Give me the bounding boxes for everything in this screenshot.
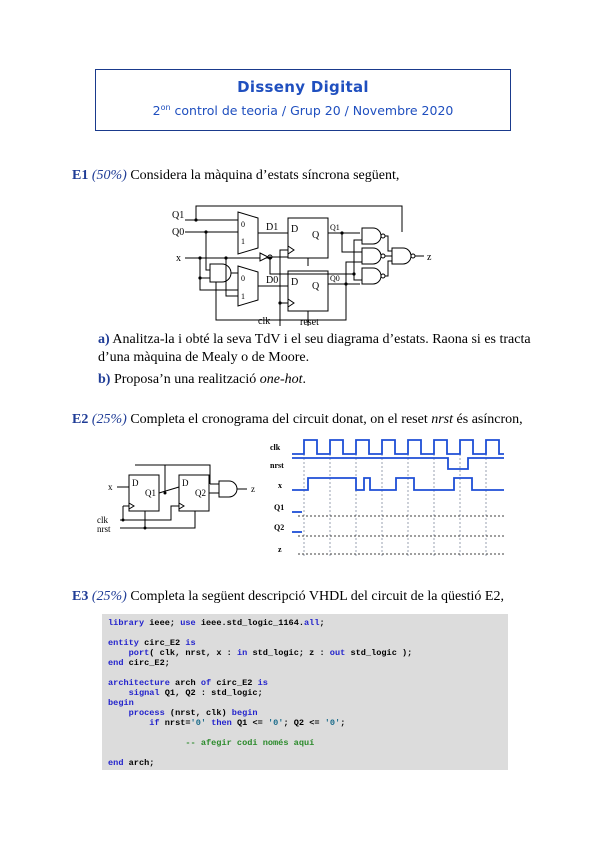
e1-label-q1out: Q1 [330, 223, 340, 232]
e2-label-clk: clk [97, 515, 108, 525]
e2-label-x: x [108, 482, 113, 492]
code-line-1: library ieee; use ieee.std_logic_1164.al… [108, 618, 325, 628]
e1-label-reset: reset [300, 317, 319, 328]
subtitle-sup: on [160, 103, 171, 112]
e2-circuit-diagram: x D Q1 D Q2 z clk nrst [97, 464, 255, 534]
e3-id: E3 [72, 589, 89, 604]
e1-label-q1: Q1 [172, 210, 184, 221]
e2-text-post: és asíncron, [453, 412, 523, 427]
code-line-5: architecture arch of circ_E2 is [108, 678, 268, 688]
code-line-7: begin [108, 698, 134, 708]
code-line-blank [108, 668, 508, 678]
e1-id: E1 [72, 168, 89, 183]
code-line-4: end circ_E2; [108, 658, 170, 668]
e2-timing-diagram: clk nrst x Q1 Q2 z [270, 439, 504, 556]
timing-q1-label: Q1 [274, 503, 284, 512]
e2-ff2-d: D [182, 478, 189, 488]
e2-ff1-d: D [132, 478, 139, 488]
code-line-2: entity circ_E2 is [108, 638, 196, 648]
e1-b-italic: one-hot [259, 372, 303, 387]
e1-label-x: x [176, 253, 181, 264]
e1-pct: (50%) [91, 168, 127, 183]
code-line-8: process (nrst, clk) begin [128, 708, 258, 718]
doc-subtitle: 2on control de teoria / Grup 20 / Novemb… [96, 103, 510, 118]
e1-circuit-diagram: Q1 Q0 x D1 D0 D Q D Q Q1 Q0 0 1 0 1 z cl… [172, 205, 432, 328]
mux0-in1: 1 [241, 292, 245, 301]
timing-nrst-label: nrst [270, 461, 284, 470]
e1-part-a: a) Analitza-la i obté la seva TdV i el s… [98, 331, 538, 367]
e2-label-z: z [251, 484, 255, 494]
ff0-q: Q [312, 281, 320, 292]
e1-b-id: b) [98, 372, 111, 387]
ff0-d: D [291, 277, 298, 288]
e2-question: E2 (25%) Completa el cronograma del circ… [72, 412, 523, 428]
e2-nrst: nrst [431, 412, 454, 427]
mux0-in0: 0 [241, 274, 245, 283]
e1-label-q0out: Q0 [330, 274, 340, 283]
code-line-blank [108, 748, 508, 758]
title-box: Disseny Digital 2on control de teoria / … [95, 69, 511, 131]
timing-x-label: x [278, 481, 282, 490]
vhdl-code-block: library ieee; use ieee.std_logic_1164.al… [102, 614, 508, 770]
e1-label-clk: clk [258, 316, 270, 327]
timing-q2-label: Q2 [274, 523, 284, 532]
e2-label-nrst: nrst [97, 524, 111, 534]
e1-part-b: b) Proposa’n una realització one-hot. [98, 371, 538, 389]
mux1-in0: 0 [241, 220, 245, 229]
timing-clk-label: clk [270, 443, 281, 452]
e2-ff1-q: Q1 [145, 488, 156, 498]
e1-label-d1: D1 [266, 222, 278, 233]
e2-pct: (25%) [91, 412, 127, 427]
e2-id: E2 [72, 412, 89, 427]
subtitle-rest: control de teoria / Grup 20 / Novembre 2… [170, 103, 454, 119]
e1-a-text: Analitza-la i obté la seva TdV i el seu … [98, 332, 531, 365]
code-line-blank [108, 728, 508, 738]
mux1-in1: 1 [241, 237, 245, 246]
e1-text: Considera la màquina d’estats síncrona s… [126, 168, 400, 183]
e3-pct: (25%) [91, 589, 127, 604]
e2-text: Completa el cronograma del circuit donat… [126, 412, 432, 427]
e1-b-text: Proposa’n una realització [110, 372, 260, 387]
ff1-d: D [291, 224, 298, 235]
e2-ff2-q: Q2 [195, 488, 206, 498]
e3-text: Completa la següent descripció VHDL del … [126, 589, 504, 604]
code-line-11: end arch; [108, 758, 155, 768]
code-line-blank [108, 628, 508, 638]
ff1-q: Q [312, 230, 320, 241]
subtitle-num: 2 [152, 103, 161, 119]
code-line-3: port( clk, nrst, x : in std_logic; z : o… [128, 648, 413, 658]
code-line-9: if nrst='0' then Q1 <= '0'; Q2 <= '0'; [149, 718, 346, 728]
e1-a-id: a) [98, 332, 110, 347]
code-line-6: signal Q1, Q2 : std_logic; [128, 688, 263, 698]
timing-z-label: z [278, 545, 282, 554]
doc-title: Disseny Digital [237, 78, 369, 96]
e1-label-z: z [427, 252, 432, 263]
e1-label-q0: Q0 [172, 227, 184, 238]
e1-b-post: . [302, 372, 307, 387]
e1-question: E1 (50%) Considera la màquina d’estats s… [72, 168, 399, 184]
code-line-10: -- afegir codi només aquí [185, 738, 315, 748]
e1-label-d0: D0 [266, 275, 278, 286]
e3-question: E3 (25%) Completa la següent descripció … [72, 589, 504, 605]
